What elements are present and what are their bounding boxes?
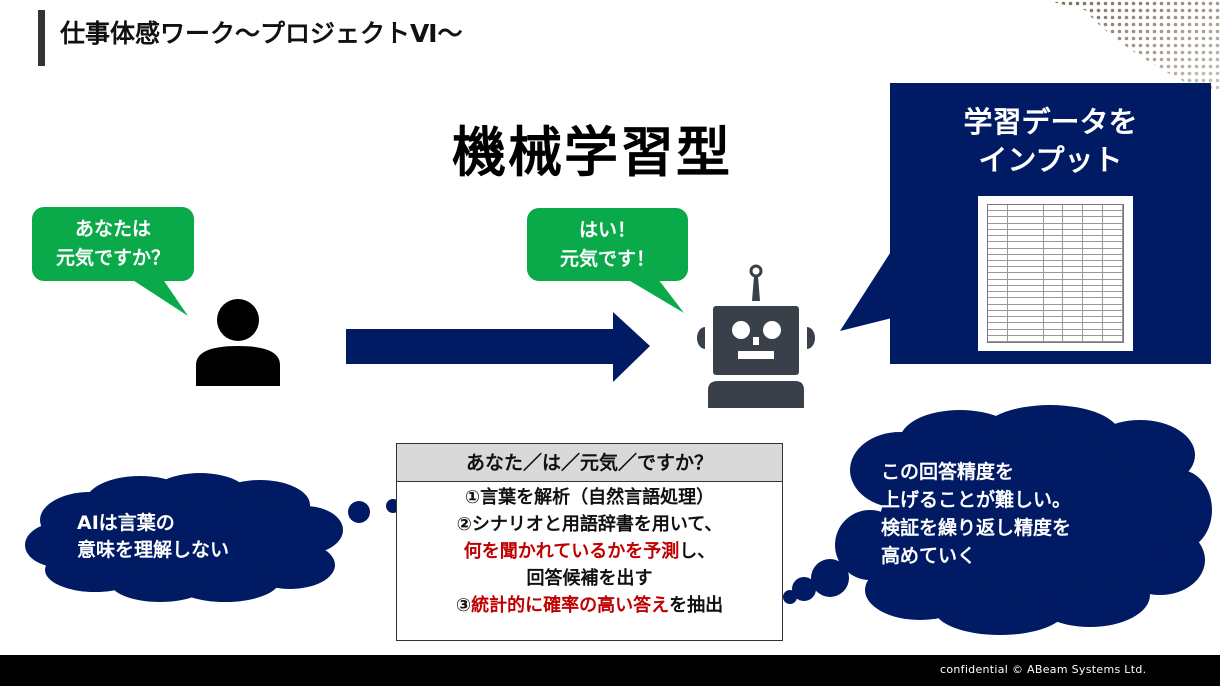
user-bubble-tail xyxy=(125,275,188,316)
analysis-step-3-highlight: 統計的に確率の高い答え xyxy=(471,595,670,616)
analysis-step-2-line3: 回答候補を出す xyxy=(526,568,653,589)
footer-bar: confidential © ABeam Systems Ltd. xyxy=(0,655,1220,686)
analysis-step-3: ③統計的に確率の高い答えを抽出 xyxy=(397,592,782,619)
analysis-step-2-highlight: 何を聞かれているかを予測 xyxy=(463,541,680,562)
arrow-right-icon xyxy=(346,312,650,382)
spreadsheet-thumbnail xyxy=(978,196,1133,351)
user-bubble-line2: 元気ですか？ xyxy=(55,247,170,269)
main-heading: 機械学習型 xyxy=(452,121,732,184)
spreadsheet-grid xyxy=(987,204,1124,343)
right-cloud-line2: 上げることが難しい。 xyxy=(881,489,1072,511)
input-callout-tail xyxy=(840,250,892,331)
analysis-box: あなた／は／元気／ですか？ ①言葉を解析（自然言語処理） ②シナリオと用語辞書を… xyxy=(396,443,783,641)
robot-bubble-line1: はい！ xyxy=(578,218,636,241)
analysis-steps: ①言葉を解析（自然言語処理） ②シナリオと用語辞書を用いて、 何を聞かれているか… xyxy=(397,482,782,619)
right-cloud-line3: 検証を繰り返し精度を xyxy=(881,517,1072,539)
slide-title: 仕事体感ワーク〜プロジェクトⅥ〜 xyxy=(60,19,463,48)
analysis-header: あなた／は／元気／ですか？ xyxy=(397,444,782,482)
user-bubble-line1: あなたは xyxy=(74,218,151,240)
learning-data-line1: 学習データを xyxy=(963,105,1138,139)
learning-data-callout: 学習データを インプット xyxy=(890,83,1211,364)
right-cloud-text: この回答精度を 上げることが難しい。 検証を繰り返し精度を 高めていく xyxy=(881,458,1071,570)
analysis-step-3-suffix: を抽出 xyxy=(669,595,724,616)
left-cloud-text: AIは言葉の 意味を理解しない xyxy=(77,510,229,564)
robot-icon xyxy=(697,264,815,408)
right-cloud-line1: この回答精度を xyxy=(881,461,1015,483)
analysis-step-3-prefix: ③ xyxy=(455,595,472,616)
person-icon xyxy=(196,299,280,386)
analysis-step-2-line1: ②シナリオと用語辞書を用いて、 xyxy=(456,514,723,535)
analysis-step-1: ①言葉を解析（自然言語処理） xyxy=(464,487,715,508)
title-accent-bar xyxy=(38,10,45,66)
robot-speech-bubble: はい！ 元気です！ xyxy=(527,208,688,281)
right-cloud-line4: 高めていく xyxy=(881,545,977,567)
footer-copyright: confidential © ABeam Systems Ltd. xyxy=(940,663,1147,676)
robot-bubble-line2: 元気です！ xyxy=(559,247,655,270)
halftone-dots-decoration xyxy=(1045,0,1220,90)
analysis-step-2-suffix: し、 xyxy=(679,541,716,562)
left-cloud-line2: 意味を理解しない xyxy=(77,539,230,561)
analysis-step-2-line2: 何を聞かれているかを予測し、 xyxy=(397,538,782,565)
learning-data-line2: インプット xyxy=(978,143,1123,177)
user-speech-bubble: あなたは 元気ですか？ xyxy=(32,207,194,281)
left-cloud-line1: AIは言葉の xyxy=(77,512,175,534)
